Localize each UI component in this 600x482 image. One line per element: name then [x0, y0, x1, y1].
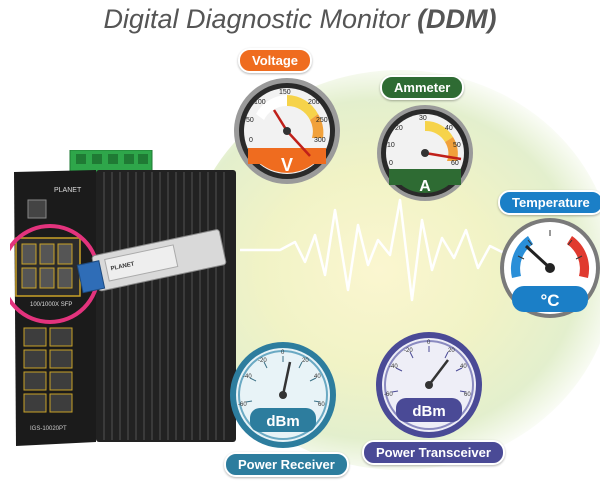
receiver-tick-60: 60 — [318, 402, 325, 408]
ammeter-label: Ammeter — [380, 75, 465, 100]
transceiver-tick-m60: -60 — [384, 392, 393, 398]
transceiver-tick-40: 40 — [460, 364, 467, 370]
temperature-unit: °C — [540, 291, 559, 310]
ammeter-tick-0: 0 — [389, 160, 393, 167]
console-port — [27, 199, 47, 219]
voltage-tick-50: 50 — [246, 117, 254, 124]
ammeter-needle — [424, 151, 462, 161]
voltage-needle — [286, 130, 311, 157]
sfp-brand-label: PLANET — [110, 261, 135, 272]
sfp-port-label: 100/1000X SFP — [30, 302, 72, 308]
transceiver-tick-60: 60 — [464, 392, 471, 398]
temperature-needle — [524, 244, 552, 270]
ammeter-gauge: 0 10 20 30 40 50 60 A — [377, 105, 473, 201]
transceiver-tick-20: 20 — [448, 348, 455, 354]
power-transceiver-gauge: -60 -40 -20 0 20 40 60 dBm — [376, 332, 482, 438]
signal-wave — [240, 198, 580, 302]
voltage-tick-150: 150 — [279, 89, 291, 96]
receiver-tick-m40: -40 — [243, 374, 252, 380]
page-title: Digital Diagnostic Monitor (DDM) — [103, 4, 497, 34]
voltage-tick-0: 0 — [249, 137, 253, 144]
voltage-unit: V — [281, 155, 293, 175]
receiver-tick-20: 20 — [302, 358, 309, 364]
ammeter-tick-40: 40 — [445, 125, 453, 132]
industrial-switch: PLANET 100/1000X SFP IGS-10020PT PLANET — [10, 150, 236, 446]
voltage-tick-200: 200 — [308, 99, 320, 106]
ammeter-tick-60: 60 — [451, 160, 459, 167]
temperature-label: Temperature — [498, 190, 600, 215]
ammeter-tick-50: 50 — [453, 142, 461, 149]
voltage-tick-250: 250 — [316, 117, 328, 124]
temperature-gauge: °C — [500, 218, 600, 318]
receiver-tick-m60: -60 — [238, 402, 247, 408]
receiver-tick-m20: -20 — [258, 358, 267, 364]
power-receiver-label: Power Receiver — [224, 452, 349, 477]
transceiver-tick-m20: -20 — [404, 348, 413, 354]
receiver-tick-40: 40 — [314, 374, 321, 380]
power-transceiver-label: Power Transceiver — [362, 440, 505, 465]
model-label: IGS-10020PT — [30, 426, 67, 432]
transceiver-tick-0: 0 — [427, 340, 431, 346]
brand-label: PLANET — [54, 187, 82, 194]
voltage-tick-300: 300 — [314, 137, 326, 144]
ammeter-tick-10: 10 — [387, 142, 395, 149]
receiver-tick-0: 0 — [281, 350, 285, 356]
voltage-tick-100: 100 — [254, 99, 266, 106]
receiver-unit: dBm — [266, 413, 299, 430]
voltage-label: Voltage — [238, 48, 312, 73]
transceiver-tick-m40: -40 — [389, 364, 398, 370]
voltage-gauge: 0 50 100 150 200 250 300 V — [234, 78, 340, 184]
transceiver-needle — [428, 359, 449, 386]
transceiver-unit: dBm — [412, 403, 445, 420]
ammeter-tick-30: 30 — [419, 115, 427, 122]
receiver-needle — [281, 361, 292, 396]
power-receiver-gauge: -60 -40 -20 0 20 40 60 dBm — [230, 342, 336, 448]
sfp-latch — [76, 260, 106, 294]
sfp-module: PLANET — [76, 229, 227, 294]
ammeter-unit: A — [419, 178, 431, 195]
ammeter-tick-20: 20 — [395, 125, 403, 132]
